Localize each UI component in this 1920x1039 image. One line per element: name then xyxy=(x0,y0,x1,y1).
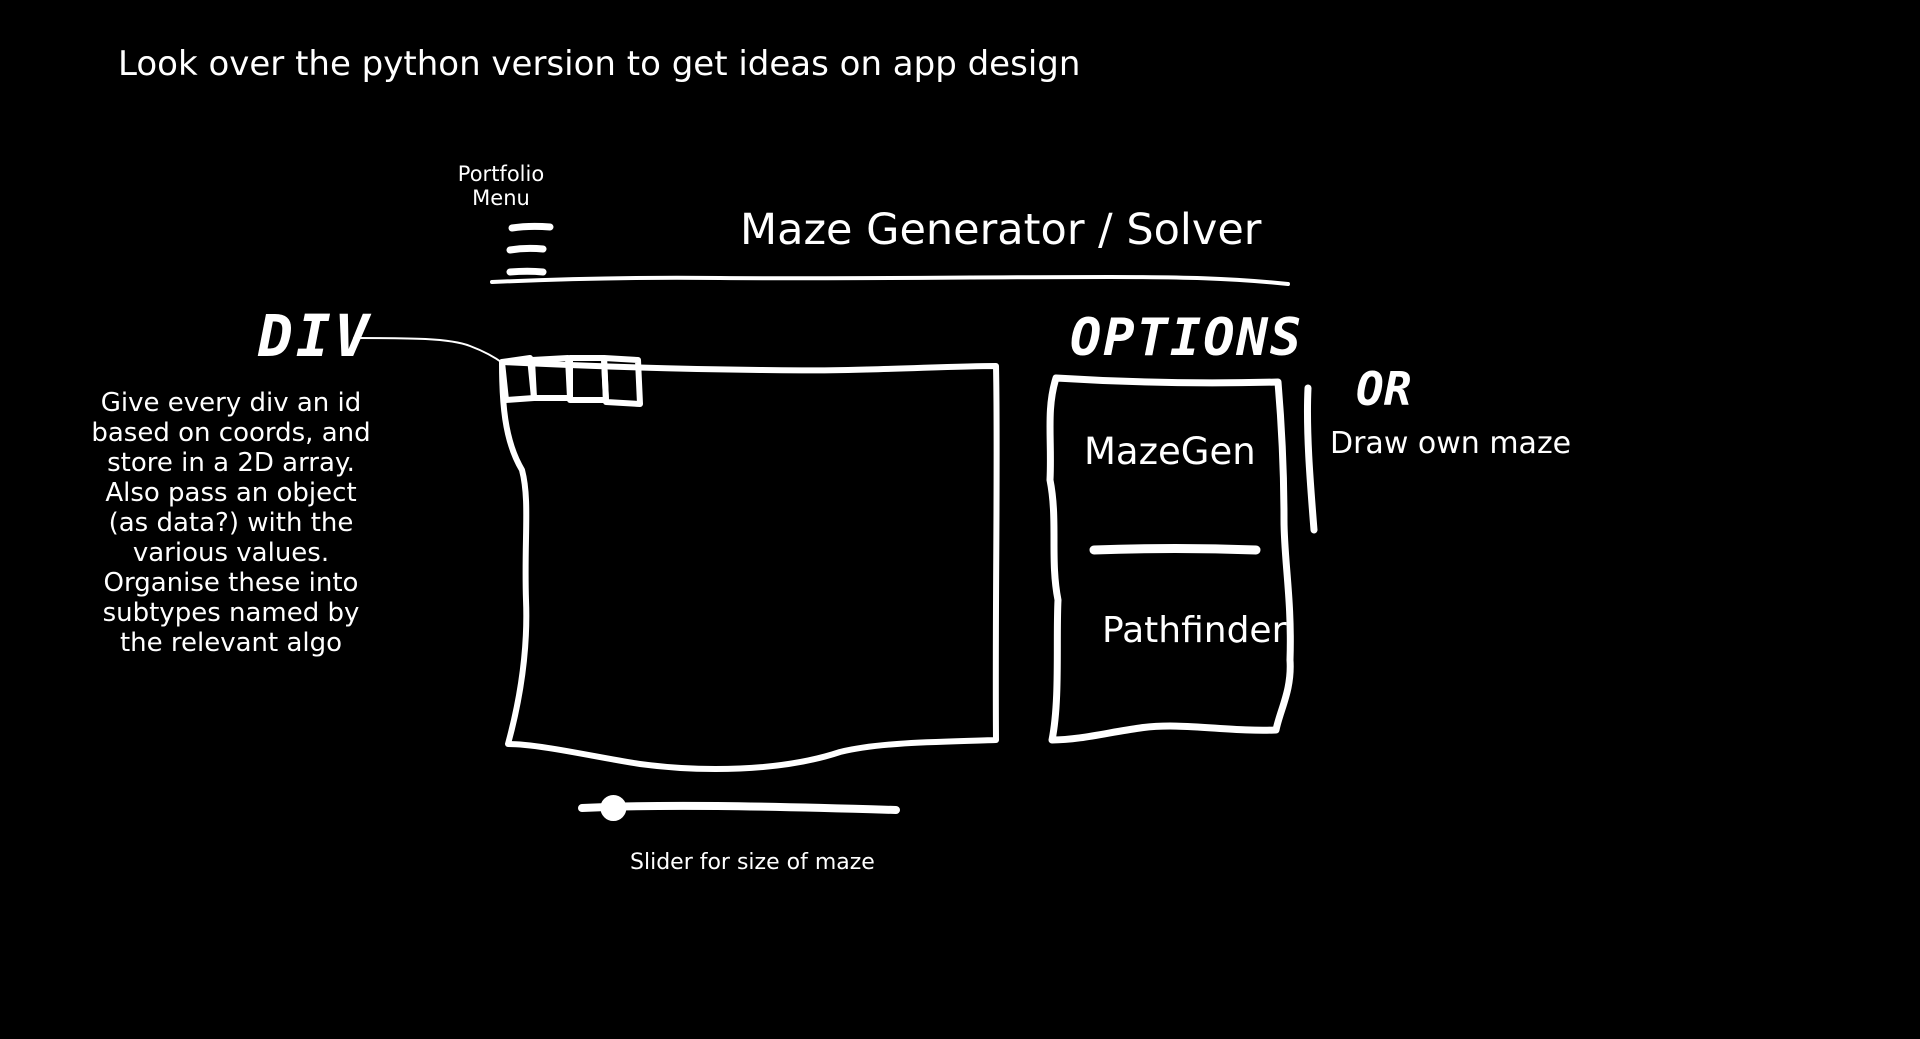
maze-grid-frame xyxy=(499,359,1000,772)
options-label: OPTIONS xyxy=(1070,308,1304,368)
app-title: Maze Generator / Solver xyxy=(740,205,1262,255)
portfolio-menu-label: Portfolio Menu xyxy=(457,162,545,210)
maze-cell xyxy=(601,355,643,407)
div-connector-line xyxy=(353,337,505,365)
or-separator xyxy=(1303,384,1318,534)
top-note: Look over the python version to get idea… xyxy=(118,44,1081,84)
slider-thumb[interactable] xyxy=(600,795,627,821)
header-divider xyxy=(490,275,1290,286)
maze-cells xyxy=(499,355,643,407)
options-divider xyxy=(1089,544,1261,555)
pathfinder-option[interactable]: Pathfinder xyxy=(1102,610,1287,651)
slider-note: Slider for size of maze xyxy=(630,850,875,875)
maze-size-slider[interactable] xyxy=(578,795,900,821)
div-id-note: Give every div an id based on coords, an… xyxy=(91,388,371,658)
mazegen-option[interactable]: MazeGen xyxy=(1084,430,1256,473)
div-label: DIV xyxy=(258,302,372,370)
slider-track[interactable] xyxy=(578,801,900,814)
or-label: OR xyxy=(1356,362,1412,416)
draw-own-maze-option[interactable]: Draw own maze xyxy=(1330,426,1572,461)
hamburger-menu-icon[interactable] xyxy=(506,222,554,276)
options-panel-frame xyxy=(1046,374,1294,744)
